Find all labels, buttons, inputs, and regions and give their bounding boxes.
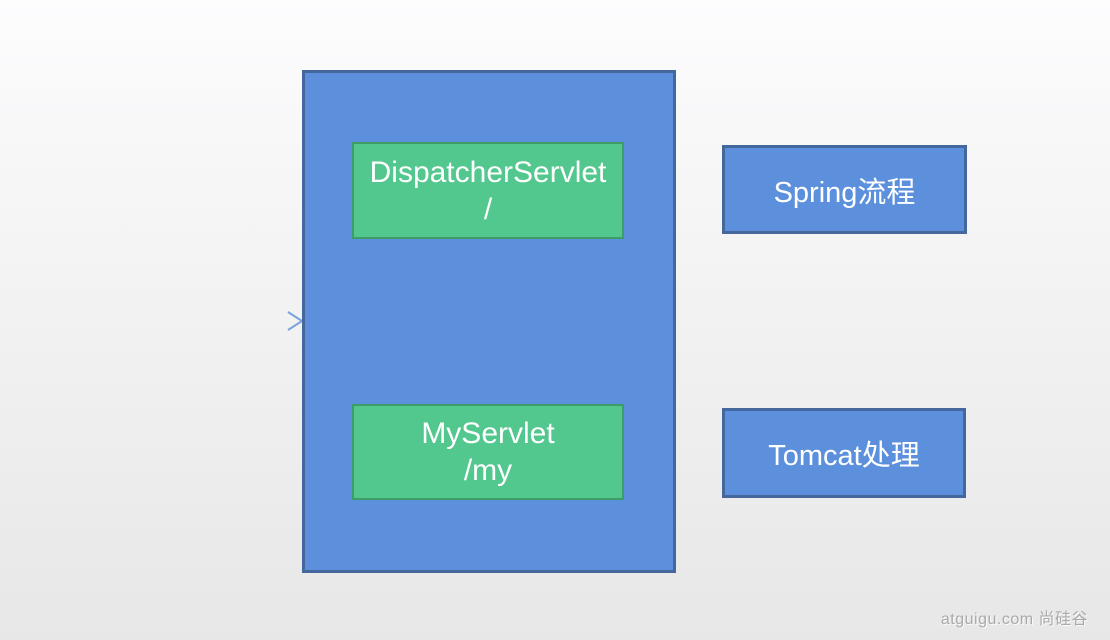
tomcat-handle-box: Tomcat处理 [722,408,966,498]
my-servlet-mapping: /my [463,454,513,487]
dispatcher-servlet-name: DispatcherServlet [369,155,607,189]
incoming-request-arrow [108,307,308,335]
dispatcher-servlet-mapping: / [483,192,493,226]
spring-flow-box: Spring流程 [722,145,967,234]
my-servlet-name: MyServlet [421,417,555,450]
arrow-icon [116,311,304,331]
watermark: atguigu.com 尚硅谷 [940,611,1088,628]
tomcat-handle-label: Tomcat处理 [768,440,920,472]
dispatcher-servlet-box: DispatcherServlet / [352,142,624,239]
my-servlet-box: MyServlet /my [352,404,624,500]
spring-flow-label: Spring流程 [773,176,916,209]
